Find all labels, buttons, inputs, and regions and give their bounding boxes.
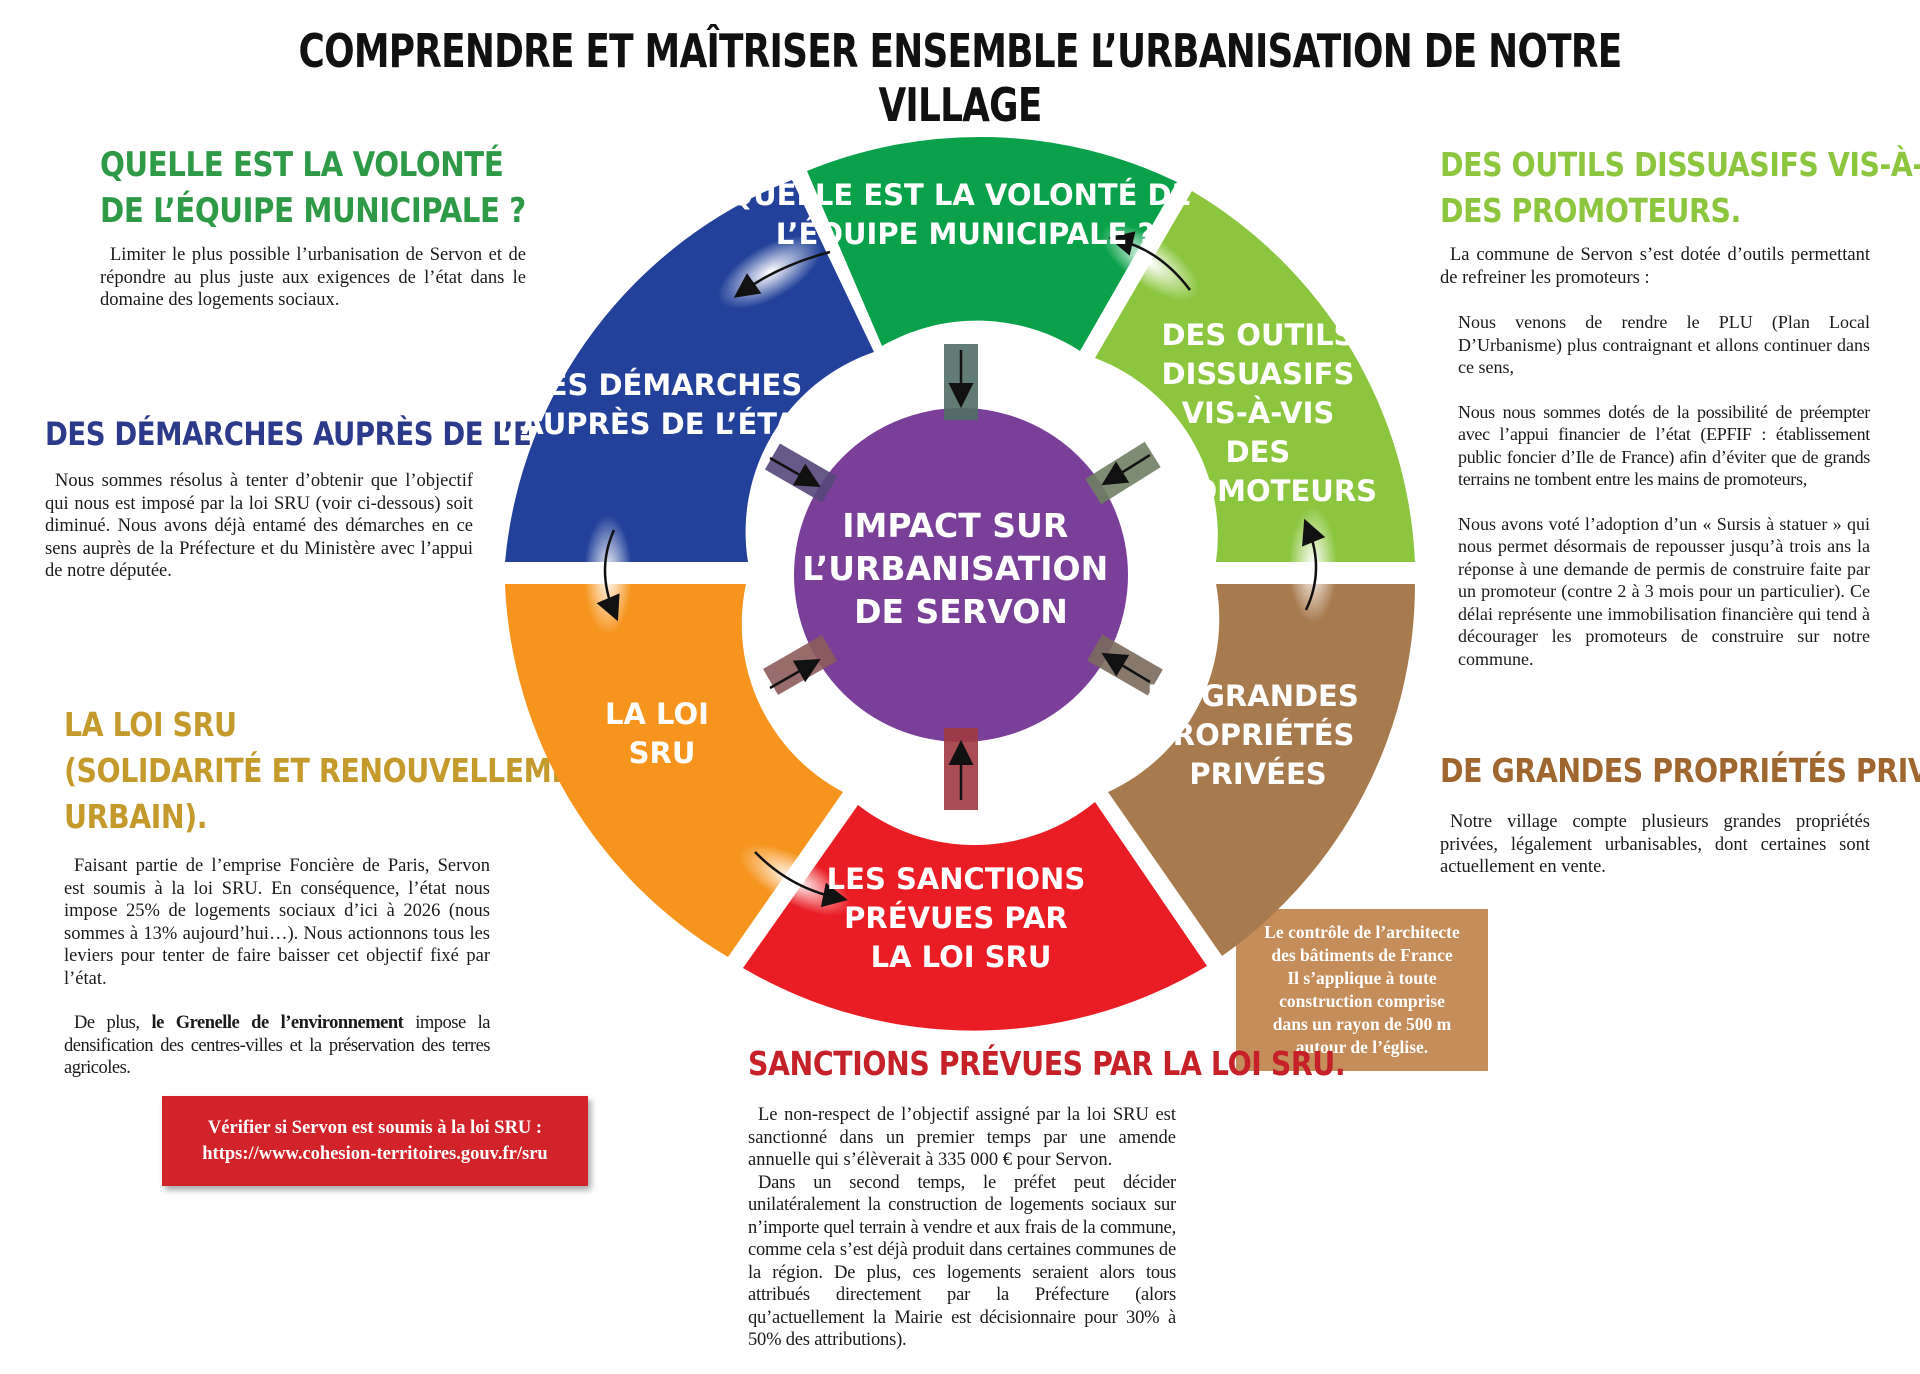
- label-demarches-line-2: AUPRÈS DE L’ÉTAT: [521, 407, 815, 441]
- flow-arrow-outils-to-volonte: [1108, 231, 1191, 291]
- heading-proprietes: DE GRANDES PROPRIÉTÉS PRIVÉES: [1440, 749, 1920, 793]
- label-outils-line-3: VIS-À-VIS: [1182, 396, 1335, 430]
- flow-arrow-proprietes-to-outils: [1302, 518, 1326, 611]
- architect-line: dans un rayon de 500 m: [1272, 1014, 1452, 1034]
- label-outils-line-2: DISSUASIFS: [1162, 357, 1355, 391]
- heading-demarches-line: DES DÉMARCHES AUPRÈS DE L’ETAT.: [45, 415, 591, 453]
- text-outils: La commune de Servon s’est dotée d’outil…: [1440, 244, 1870, 692]
- heading-outils-line-2: DES PROMOTEURS.: [1440, 191, 1741, 230]
- label-outils-line-4: DES: [1226, 435, 1291, 469]
- sru-link-box: Vérifier si Servon est soumis à la loi S…: [162, 1096, 588, 1186]
- flow-arrow-volonte-to-demarches: [733, 250, 831, 298]
- heading-demarches: DES DÉMARCHES AUPRÈS DE L’ETAT.: [45, 414, 679, 454]
- heading-proprietes-line: DE GRANDES PROPRIÉTÉS PRIVÉES: [1440, 751, 1920, 790]
- text-sanctions-body-2: Dans un second temps, le préfet peut déc…: [748, 1172, 1176, 1351]
- inward-arrow-demarches: [764, 443, 838, 503]
- arrow-line-loi-sru: [769, 659, 821, 690]
- text-demarches: Nous sommes résolus à tenter d’obtenir q…: [45, 470, 473, 583]
- flow-arrow-loi-to-sanctions: [754, 851, 848, 908]
- heading-volonte-line-1: QUELLE EST LA VOLONTÉ: [100, 145, 504, 185]
- label-volonte-line-2: L’ÉQUIPE MUNICIPALE ?: [776, 217, 1155, 251]
- heading-volonte-line-2: DE L’ÉQUIPE MUNICIPALE ?: [100, 191, 526, 231]
- architect-line: Le contrôle de l’architecte: [1264, 922, 1460, 942]
- text-demarches-body: Nous sommes résolus à tenter d’obtenir q…: [45, 471, 473, 581]
- heading-loi-sru: LA LOI SRU (SOLIDARITÉ ET RENOUVELLEMENT…: [64, 702, 702, 840]
- text-loi-sru-post: impose la densification des centres-vill…: [64, 1013, 491, 1078]
- svg-text:LA LOI SRU: LA LOI SRU: [605, 697, 719, 770]
- heading-outils: DES OUTILS DISSUASIFS VIS-À-VIS DES PROM…: [1440, 142, 1920, 234]
- svg-text:DES OUTILS DISSUASIFS: DES OUTILS DISSUASIFS VIS-À-VIS DES PROM…: [1149, 318, 1377, 508]
- architect-box: Le contrôle de l’architecte des bâtiment…: [1236, 909, 1488, 1071]
- sru-link-url[interactable]: https://www.cohesion-territoires.gouv.fr…: [202, 1144, 548, 1164]
- text-loi-sru-pre: De plus,: [74, 1013, 152, 1033]
- text-outils-item: Nous venons de rendre le PLU (Plan Local…: [1458, 312, 1870, 377]
- flow-glow: [1289, 507, 1337, 623]
- label-sanctions-line-2: PRÉVUES PAR: [844, 901, 1068, 935]
- heading-outils-line-1: DES OUTILS DISSUASIFS VIS-À-VIS: [1440, 145, 1920, 184]
- text-sanctions-body-1: Le non-respect de l’objectif assigné par…: [748, 1105, 1176, 1170]
- text-outils-intro: La commune de Servon s’est dotée d’outil…: [1440, 245, 1870, 288]
- svg-text:DE GRANDES PROPRIÉTÉS: DE GRANDES PROPRIÉTÉS PRIVÉES: [1147, 679, 1369, 791]
- sru-link-label: Vérifier si Servon est soumis à la loi S…: [207, 1118, 543, 1138]
- center-circle: [794, 408, 1128, 742]
- svg-text:LES SANCTIONS PRÉVUES PAR: LES SANCTIONS PRÉVUES PAR LA LOI SRU: [827, 862, 1096, 974]
- text-loi-sru-bold: le Grenelle de l’environnement: [151, 1013, 404, 1033]
- center-label-line-1: IMPACT SUR: [842, 506, 1068, 545]
- svg-text:IMPACT SUR L’URBANISATION: IMPACT SUR L’URBANISATION DE SERVON: [802, 506, 1119, 631]
- label-sanctions-line-3: LA LOI SRU: [871, 940, 1052, 974]
- text-sanctions: Le non-respect de l’objectif assigné par…: [748, 1104, 1176, 1374]
- architect-line: autour de l’église.: [1295, 1037, 1429, 1057]
- arrow-line-demarches: [769, 456, 821, 487]
- heading-loi-sru-line-2: (SOLIDARITÉ ET RENOUVELLEMENT: [64, 751, 613, 790]
- segment-sanctions: [743, 802, 1207, 1031]
- architect-line: des bâtiments de France: [1271, 945, 1453, 965]
- label-proprietes-line-3: PRIVÉES: [1189, 757, 1326, 791]
- segment-volonte: [807, 136, 1177, 351]
- label-demarches-line-1: DES DÉMARCHES: [524, 368, 803, 402]
- architect-line: construction comprise: [1279, 991, 1445, 1011]
- text-outils-item: Nous nous sommes dotés de la possibilité…: [1458, 401, 1870, 490]
- label-loi-sru-line-1: LA LOI: [605, 697, 709, 731]
- segment-proprietes: [1108, 584, 1415, 956]
- heading-sanctions: SANCTIONS PRÉVUES PAR LA LOI SRU.: [748, 1042, 1442, 1086]
- center-label-line-2: L’URBANISATION: [802, 549, 1108, 588]
- heading-sanctions-line: SANCTIONS PRÉVUES PAR LA LOI SRU.: [748, 1044, 1346, 1083]
- text-loi-sru: Faisant partie de l’emprise Foncière de …: [64, 855, 491, 1102]
- arrow-line-outils: [1101, 453, 1151, 486]
- architect-line: Il s’applique à toute: [1287, 968, 1437, 988]
- text-proprietes-body: Notre village compte plusieurs grandes p…: [1440, 812, 1870, 877]
- heading-volonte: QUELLE EST LA VOLONTÉ DE L’ÉQUIPE MUNICI…: [100, 142, 595, 234]
- label-outils-line-5: PROMOTEURS: [1149, 474, 1377, 508]
- label-proprietes-line-2: PROPRIÉTÉS: [1151, 718, 1354, 752]
- text-outils-item: Nous avons voté l’adoption d’un « Sursis…: [1458, 513, 1870, 669]
- text-loi-sru-body: Faisant partie de l’emprise Foncière de …: [64, 856, 490, 989]
- page-title: COMPRENDRE ET MAÎTRISER ENSEMBLE L’URBAN…: [298, 24, 1623, 132]
- label-volonte-line-1: QUELLE EST LA VOLONTÉ DE: [728, 178, 1191, 212]
- label-loi-sru-line-2: SRU: [629, 736, 696, 770]
- text-volonte-body: Limiter le plus possible l’urbanisation …: [100, 245, 526, 310]
- svg-text:QUELLE EST LA VOLONTÉ DE L: QUELLE EST LA VOLONTÉ DE L’ÉQUIPE MUNICI…: [728, 178, 1201, 251]
- text-volonte: Limiter le plus possible l’urbanisation …: [100, 244, 526, 312]
- flow-arrow-demarches-to-loi: [596, 529, 620, 622]
- heading-loi-sru-line-1: LA LOI SRU: [64, 705, 237, 744]
- label-outils-line-1: DES OUTILS: [1161, 318, 1354, 352]
- center-label-line-3: DE SERVON: [854, 592, 1068, 631]
- label-proprietes-line-1: DE GRANDES: [1147, 679, 1359, 713]
- svg-text:DES DÉMARCHES AUPRÈS DE L’: DES DÉMARCHES AUPRÈS DE L’ÉTAT: [521, 368, 815, 441]
- heading-loi-sru-line-3: URBAIN).: [64, 797, 208, 836]
- label-sanctions-line-1: LES SANCTIONS: [827, 862, 1086, 896]
- flow-glow: [584, 515, 632, 635]
- arrow-line-proprietes: [1101, 652, 1151, 684]
- text-proprietes: Notre village compte plusieurs grandes p…: [1440, 811, 1870, 879]
